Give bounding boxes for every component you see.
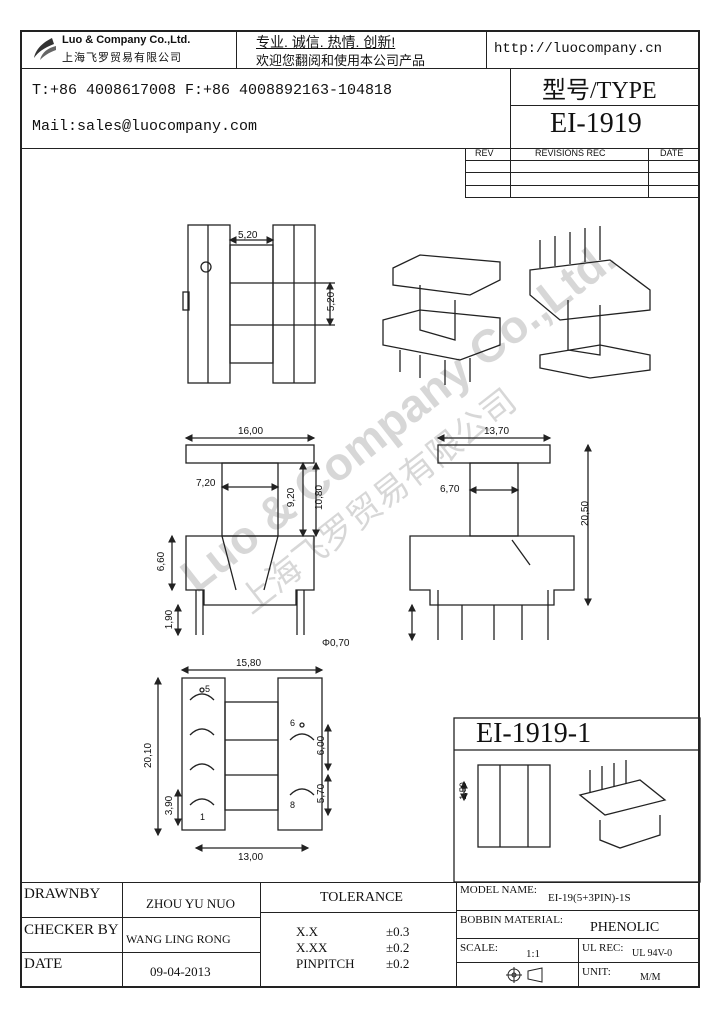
tol-name-0: X.X [296,924,319,939]
dim-front-inner: 7,20 [196,478,216,489]
company-logo-icon [34,38,56,60]
dim-front-h1: 9,20 [286,487,298,508]
title-block: DRAWNBY ZHOU YU NUO CHECKER BY WANG LING… [20,882,700,988]
date-label: DATE [24,956,63,972]
bottom-view [154,666,332,852]
date-value: 09-04-2013 [150,964,211,979]
dim-front-h2: 10,80 [314,484,326,511]
dim-pin-dia: Φ0,70 [322,638,350,649]
top-view [182,224,335,384]
header: Luo & Company Co.,Ltd. 上海飞罗贸易有限公司 专业. 诚信… [20,30,700,150]
company-name-cn: 上海飞罗贸易有限公司 [62,52,182,64]
model-name-value: EI-19(5+3PIN)-1S [548,892,631,904]
drawing-sheet [20,30,700,988]
dim-bottom-right-pitch2: 5,70 [316,783,328,804]
scale-value: 1:1 [526,948,541,960]
tol-name-2: PINPITCH [296,956,355,971]
dim-side-height: 20,50 [580,500,592,527]
phone-fax: T:+86 4008617008 F:+86 4008892163-104818 [32,82,393,99]
projection-symbol-icon [506,967,543,983]
scale-label: SCALE: [460,942,498,954]
unit-value: M/M [640,972,661,983]
tol-name-1: X.XX [296,940,328,955]
dim-bottom-base: 13,00 [238,852,264,863]
type-label: 型号/TYPE [542,78,657,104]
rec-col-header: REVISIONS REC [535,148,606,158]
dim-side-inner: 6,70 [440,484,460,495]
pin-label-1: 1 [200,812,206,822]
company-name-en: Luo & Company Co.,Ltd. [62,34,191,46]
pin-label-5: 5 [205,684,211,694]
website-link[interactable]: http://luocompany.cn [494,41,663,57]
front-view [168,434,320,637]
dim-side-width: 13,70 [484,426,510,437]
rev-col-header: REV [475,148,494,158]
model-name-label: MODEL NAME: [460,884,537,896]
tol-value-0: ±0.3 [386,924,410,939]
tol-value-2: ±0.2 [386,956,410,971]
side-view [408,434,592,642]
variant-box [453,717,701,883]
variant-title: EI-1919-1 [476,718,592,749]
isometric-view-1 [382,254,501,385]
dim-top-height: 5,20 [326,291,338,312]
dim-bottom-width: 15,80 [236,658,262,669]
type-value: EI-1919 [550,108,642,139]
tolerance-label: TOLERANCE [320,890,403,905]
slogan-line-2: 欢迎您翻阅和使用本公司产品 [256,53,426,68]
dim-front-width: 16,00 [238,426,264,437]
ul-value: UL 94V-0 [632,948,673,959]
isometric-view-2 [529,226,651,379]
dim-bottom-right-pitch: 6,00 [316,735,328,756]
pin-label-6: 6 [290,718,296,728]
bobbin-label: BOBBIN MATERIAL: [460,914,563,926]
revisions-table: REV REVISIONS REC DATE [465,148,700,198]
pin-label-8: 8 [290,800,296,810]
drawnby-label: DRAWNBY [24,886,101,902]
checker-value: WANG LING RONG [126,932,231,946]
dim-front-base: 6,60 [156,551,168,572]
checker-label: CHECKER BY [24,922,119,938]
bobbin-value: PHENOLIC [590,920,660,935]
dim-front-pin-len: 1,90 [164,609,176,630]
unit-label: UNIT: [582,966,611,978]
dim-bottom-pitch: 3,90 [164,795,176,816]
slogan-line-1: 专业. 诚信. 热情. 创新! [256,34,396,50]
drawnby-value: ZHOU YU NUO [146,896,236,911]
variant-dim: 1,50 [457,782,468,800]
date-col-header: DATE [660,148,684,158]
tol-value-1: ±0.2 [386,940,410,955]
dim-top-width: 5,20 [238,230,258,241]
email[interactable]: Mail:sales@luocompany.com [32,118,258,135]
dim-bottom-height: 20,10 [143,742,155,769]
ul-label: UL REC: [582,942,624,954]
